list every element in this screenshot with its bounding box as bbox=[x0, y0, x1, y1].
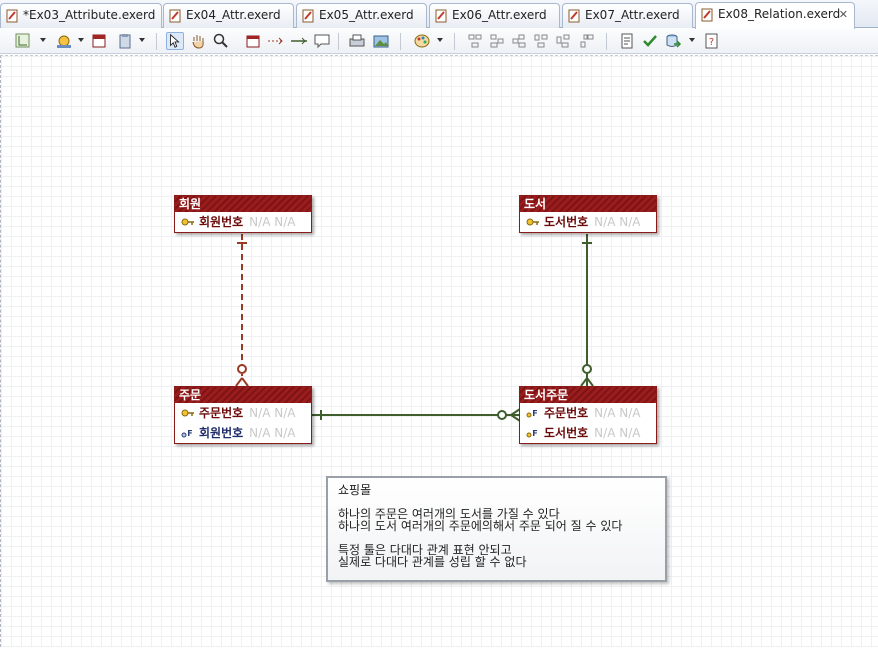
zoom-icon[interactable] bbox=[212, 32, 230, 50]
forward-engineer-icon[interactable] bbox=[664, 32, 682, 50]
attribute-name: 도서번호 bbox=[544, 215, 589, 229]
attribute-type: N/A N/A bbox=[249, 215, 296, 229]
attribute-row[interactable]: 도서번호 N/A N/A bbox=[520, 212, 656, 232]
erd-file-icon bbox=[568, 9, 580, 23]
attribute-row[interactable]: F 주문번호 N/A N/A bbox=[520, 403, 656, 423]
non-identifying-relation-icon[interactable] bbox=[267, 32, 285, 50]
align-center-icon[interactable] bbox=[488, 32, 506, 50]
palette-icon[interactable] bbox=[413, 32, 431, 50]
note-line: 하나의 도서 여러개의 주문에의해서 주문 되어 질 수 있다 bbox=[338, 519, 623, 533]
editor-toolbar: ? bbox=[0, 29, 878, 54]
tab-label: Ex04_Attr.exerd bbox=[186, 8, 281, 22]
attribute-row[interactable]: 주문번호 N/A N/A bbox=[175, 403, 311, 423]
entity-member[interactable]: 회원 회원번호 N/A N/A bbox=[174, 195, 312, 233]
tab-label: *Ex03_Attribute.exerd bbox=[23, 8, 156, 22]
tab-ex07-attr[interactable]: Ex07_Attr.exerd bbox=[562, 3, 693, 28]
erd-file-icon bbox=[435, 9, 447, 23]
validate-check-icon[interactable] bbox=[641, 32, 659, 50]
tab-label: Ex07_Attr.exerd bbox=[585, 8, 680, 22]
tab-ex03-attribute[interactable]: *Ex03_Attribute.exerd bbox=[0, 3, 162, 28]
erd-file-icon bbox=[6, 9, 18, 23]
chevron-down-icon[interactable] bbox=[139, 38, 145, 42]
export-image-icon[interactable] bbox=[372, 32, 390, 50]
attribute-row[interactable]: F 회원번호 N/A N/A bbox=[175, 423, 311, 443]
chevron-down-icon[interactable] bbox=[40, 38, 46, 42]
diagram-note[interactable]: 쇼핑몰 하나의 주문은 여러개의 도서를 가질 수 있다 하나의 도서 여러개의… bbox=[326, 476, 667, 582]
align-middle-icon[interactable] bbox=[554, 32, 572, 50]
erd-file-icon bbox=[701, 8, 713, 22]
layout-icon[interactable] bbox=[14, 32, 32, 50]
diagram-canvas[interactable]: 회원 회원번호 N/A N/A 도서 도서번호 N/A N/A 주문 주문번호 N/A… bbox=[0, 55, 878, 647]
tab-label: Ex05_Attr.exerd bbox=[319, 8, 414, 22]
erd-file-icon bbox=[169, 9, 181, 23]
tab-label: Ex06_Attr.exerd bbox=[452, 8, 547, 22]
attribute-type: N/A N/A bbox=[594, 406, 641, 420]
chevron-down-icon[interactable] bbox=[689, 38, 695, 42]
relation-book-bookorder[interactable] bbox=[580, 234, 594, 387]
tab-ex06-attr[interactable]: Ex06_Attr.exerd bbox=[429, 3, 560, 28]
select-arrow-icon[interactable] bbox=[166, 32, 184, 50]
tab-ex08-relation[interactable]: Ex08_Relation.exerd ✕ bbox=[695, 2, 855, 29]
tab-ex04-attr[interactable]: Ex04_Attr.exerd bbox=[163, 3, 294, 28]
relation-member-order[interactable] bbox=[235, 234, 249, 387]
zoom-color-icon[interactable] bbox=[55, 32, 73, 50]
attribute-type: N/A N/A bbox=[249, 426, 296, 440]
attribute-name: 주문번호 bbox=[544, 406, 589, 420]
entity-title: 도서주문 bbox=[520, 387, 656, 403]
attribute-type: N/A N/A bbox=[249, 406, 296, 420]
svg-text:?: ? bbox=[709, 37, 714, 48]
entity-order[interactable]: 주문 주문번호 N/A N/A F 회원번호 N/A N/A bbox=[174, 386, 312, 444]
primary-key-icon bbox=[526, 218, 539, 226]
tab-ex05-attr[interactable]: Ex05_Attr.exerd bbox=[296, 3, 427, 28]
relation-order-bookorder[interactable] bbox=[312, 408, 521, 422]
editor-tab-bar: *Ex03_Attribute.exerd Ex04_Attr.exerd Ex… bbox=[0, 0, 878, 29]
note-icon[interactable] bbox=[313, 32, 331, 50]
svg-text:F: F bbox=[532, 409, 537, 418]
note-line: 실제로 다대다 관계를 성립 할 수 없다 bbox=[338, 555, 527, 569]
report-icon[interactable] bbox=[618, 32, 636, 50]
primary-key-icon bbox=[181, 218, 194, 226]
entity-book[interactable]: 도서 도서번호 N/A N/A bbox=[519, 195, 657, 233]
entity-title: 도서 bbox=[520, 196, 656, 212]
erd-file-icon bbox=[302, 9, 314, 23]
identifying-relation-icon[interactable] bbox=[290, 32, 308, 50]
help-icon[interactable]: ? bbox=[703, 32, 721, 50]
attribute-type: N/A N/A bbox=[594, 426, 641, 440]
attribute-row[interactable]: 회원번호 N/A N/A bbox=[175, 212, 311, 232]
attribute-name: 회원번호 bbox=[199, 426, 244, 440]
entity-book-order[interactable]: 도서주문 F 주문번호 N/A N/A F 도서번호 N/A N/A bbox=[519, 386, 657, 444]
hand-pan-icon[interactable] bbox=[189, 32, 207, 50]
note-line: 하나의 주문은 여러개의 도서를 가질 수 있다 bbox=[338, 507, 560, 521]
primary-foreign-key-icon: F bbox=[526, 429, 538, 438]
relationship-lines bbox=[235, 234, 594, 422]
chevron-down-icon[interactable] bbox=[78, 38, 84, 42]
svg-text:F: F bbox=[532, 429, 537, 438]
chevron-down-icon[interactable] bbox=[437, 38, 443, 42]
foreign-key-icon: F bbox=[181, 429, 193, 438]
primary-key-icon bbox=[181, 409, 194, 417]
note-line: 특정 툴은 다대다 관계 표현 안되고 bbox=[338, 543, 512, 557]
print-icon[interactable] bbox=[348, 32, 366, 50]
clipboard-icon[interactable] bbox=[116, 32, 134, 50]
entity-title: 주문 bbox=[175, 387, 311, 403]
align-left-icon[interactable] bbox=[466, 32, 484, 50]
attribute-name: 회원번호 bbox=[199, 215, 244, 229]
attribute-row[interactable]: F 도서번호 N/A N/A bbox=[520, 423, 656, 443]
attribute-type: N/A N/A bbox=[594, 215, 641, 229]
table-icon[interactable] bbox=[90, 32, 108, 50]
entity-title: 회원 bbox=[175, 196, 311, 212]
add-entity-icon[interactable] bbox=[244, 32, 262, 50]
align-right-icon[interactable] bbox=[510, 32, 528, 50]
align-bottom-icon[interactable] bbox=[578, 32, 596, 50]
primary-foreign-key-icon: F bbox=[526, 409, 538, 418]
tab-label: Ex08_Relation.exerd bbox=[718, 7, 841, 21]
note-title: 쇼핑몰 bbox=[338, 483, 372, 497]
align-top-icon[interactable] bbox=[532, 32, 550, 50]
svg-text:F: F bbox=[187, 429, 192, 438]
close-icon[interactable]: ✕ bbox=[838, 8, 848, 21]
attribute-name: 주문번호 bbox=[199, 406, 244, 420]
attribute-name: 도서번호 bbox=[544, 426, 589, 440]
